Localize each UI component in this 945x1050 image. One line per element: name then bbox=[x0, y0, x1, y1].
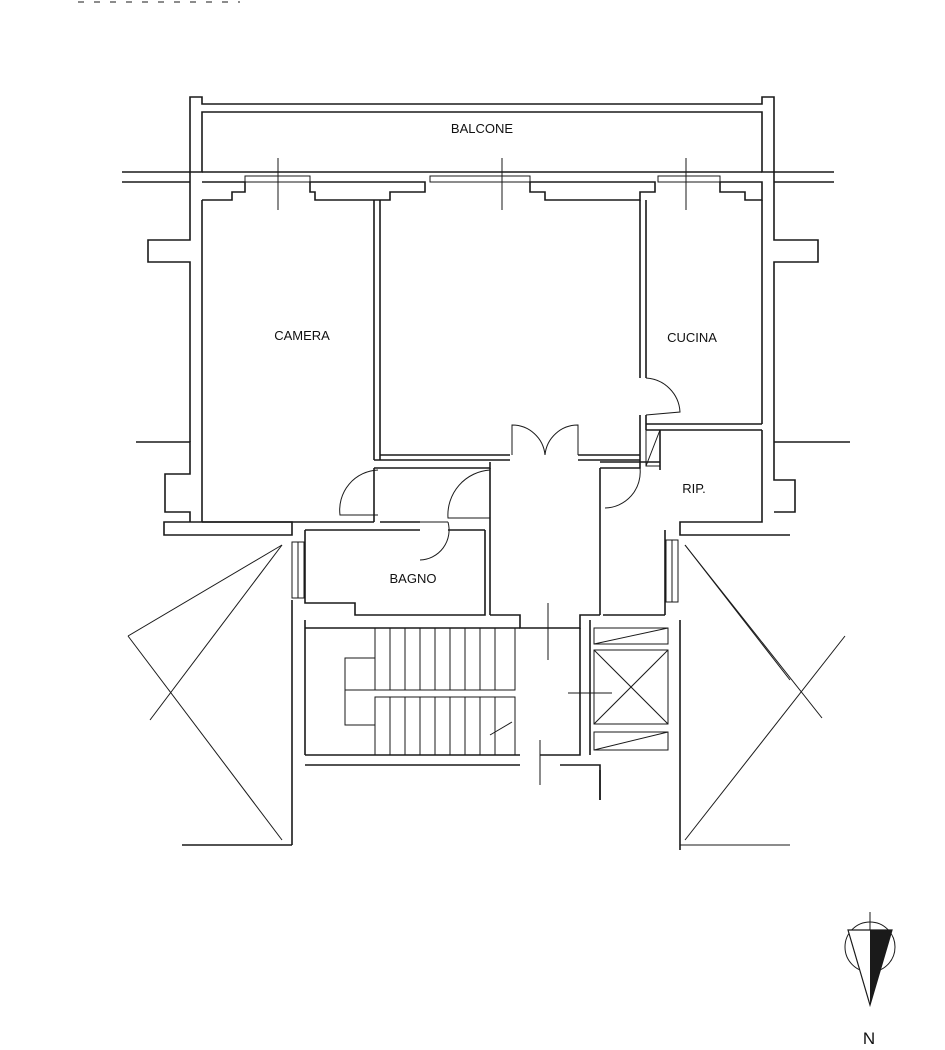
elevator-shaft bbox=[589, 620, 681, 850]
light-well-right bbox=[680, 544, 846, 846]
outer-walls bbox=[122, 171, 850, 536]
north-arrow-icon bbox=[844, 912, 896, 1008]
interior-walls bbox=[202, 200, 762, 629]
room-label-bagno: BAGNO bbox=[390, 571, 437, 586]
doors bbox=[339, 377, 681, 660]
stair-treads-lower bbox=[389, 697, 496, 755]
room-label-rip: RIP. bbox=[682, 481, 706, 496]
room-label-balcone: BALCONE bbox=[451, 121, 513, 136]
side-windows bbox=[291, 539, 679, 603]
room-label-camera: CAMERA bbox=[274, 328, 330, 343]
balcony-windows bbox=[244, 158, 721, 210]
light-well-left bbox=[127, 544, 283, 841]
stair-treads-upper bbox=[389, 628, 496, 690]
room-label-cucina: CUCINA bbox=[667, 330, 717, 345]
north-label: N bbox=[863, 1029, 875, 1048]
